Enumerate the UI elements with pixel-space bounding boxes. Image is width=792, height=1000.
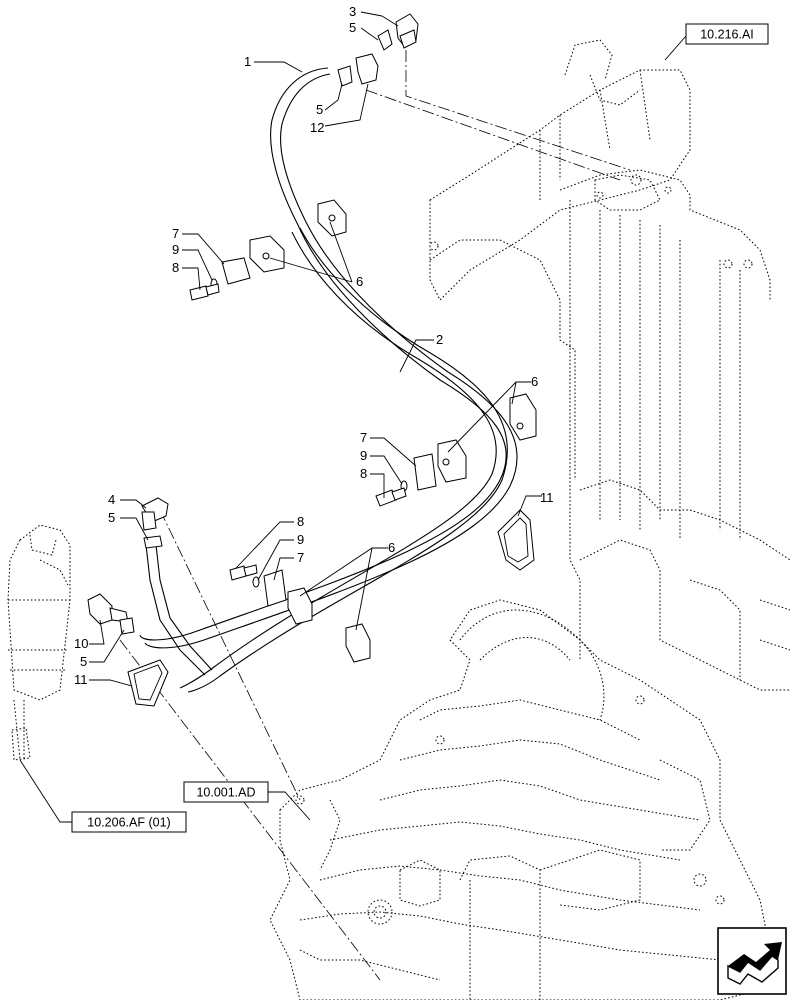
plate-7-b <box>413 453 437 491</box>
callout-9: 9 <box>172 242 179 257</box>
washer-9-c <box>252 576 260 588</box>
bolt-8-c <box>229 564 258 581</box>
hose-2 <box>179 227 508 693</box>
callout-10: 10 <box>74 636 88 651</box>
ref-box-tank[interactable]: 10.216.AI <box>685 23 769 45</box>
ref-engine-label: 10.001.AD <box>196 786 255 800</box>
callout-7: 7 <box>172 226 179 241</box>
callout-5: 5 <box>108 510 115 525</box>
fitting-elbow-4 <box>141 497 169 531</box>
ref-filter-label: 10.206.AF (01) <box>87 816 170 830</box>
bolt-8-b <box>375 487 407 507</box>
connection-lines <box>119 50 631 981</box>
clamp-5-top <box>377 29 393 51</box>
callout-5: 5 <box>349 20 356 35</box>
callout-11: 11 <box>540 490 554 505</box>
callout-3: 3 <box>349 4 356 19</box>
fitting-elbow-3 <box>395 13 419 49</box>
clamp-6-d <box>437 439 467 483</box>
fuel-tank <box>429 39 791 691</box>
leader-lines <box>19 11 687 823</box>
fuel-filter <box>7 524 71 761</box>
clamp-5-left-bottom <box>119 617 135 635</box>
callout-6: 6 <box>388 540 395 555</box>
clamp-6-c <box>509 393 537 441</box>
callout-9: 9 <box>360 448 367 463</box>
hose-1 <box>139 67 518 649</box>
callout-2: 2 <box>436 332 443 347</box>
callout-8: 8 <box>297 514 304 529</box>
clamp-5-mid <box>337 65 353 87</box>
callout-5: 5 <box>80 654 87 669</box>
callout-1: 1 <box>244 54 251 69</box>
callout-labels: 3 5 1 5 12 7 9 8 6 2 6 7 9 8 4 5 8 9 7 6… <box>74 4 554 687</box>
strap-11-b <box>127 659 169 707</box>
clamp-6-e <box>287 587 313 625</box>
callout-8: 8 <box>360 466 367 481</box>
bolt-8-a <box>189 283 220 301</box>
callout-6: 6 <box>356 274 363 289</box>
plate-7-a <box>221 257 251 285</box>
clamp-6-b <box>249 235 285 273</box>
strap-11-a <box>497 509 535 571</box>
clamp-5-left-top <box>143 535 163 549</box>
callout-12: 12 <box>310 120 324 135</box>
ref-box-filter[interactable]: 10.206.AF (01) <box>71 811 187 833</box>
callout-11: 11 <box>74 672 88 687</box>
callout-8: 8 <box>172 260 179 275</box>
clamp-6-f <box>345 623 371 663</box>
callout-9: 9 <box>297 532 304 547</box>
callout-5: 5 <box>316 102 323 117</box>
ref-box-engine[interactable]: 10.001.AD <box>183 781 269 803</box>
ref-tank-label: 10.216.AI <box>700 28 754 42</box>
clamp-6-a <box>317 199 347 237</box>
hose-5-left <box>145 544 213 676</box>
fitting-elbow-12 <box>355 53 379 85</box>
callout-7: 7 <box>360 430 367 445</box>
callout-4: 4 <box>108 492 115 507</box>
callout-6: 6 <box>531 374 538 389</box>
callout-7: 7 <box>297 550 304 565</box>
engine <box>269 599 771 1000</box>
arrow-next-icon[interactable] <box>717 927 787 995</box>
